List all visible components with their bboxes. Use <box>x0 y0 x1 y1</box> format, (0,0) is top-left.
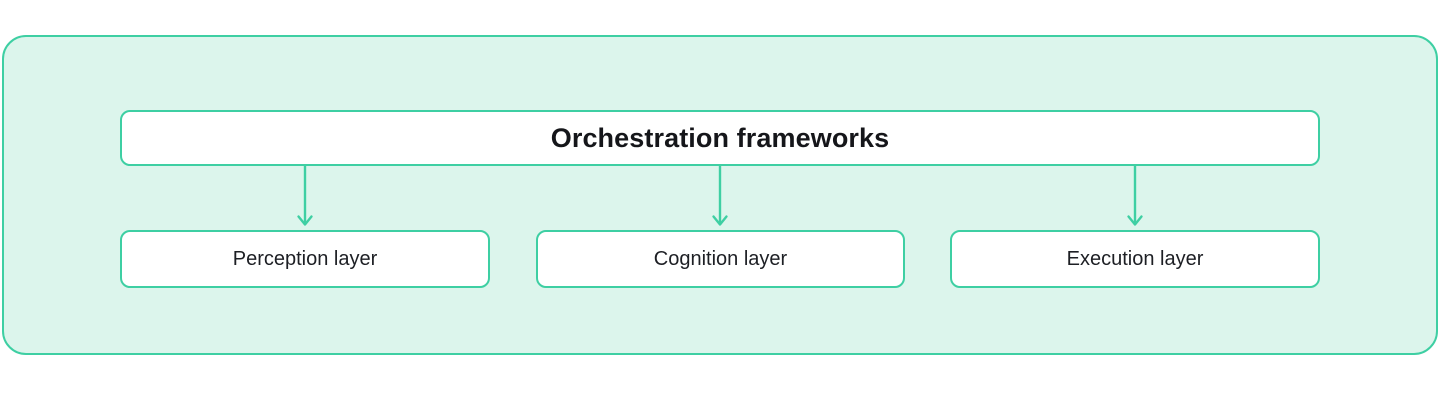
node-perception-layer-label: Perception layer <box>232 248 378 270</box>
node-cognition-layer-label: Cognition layer <box>653 248 788 270</box>
node-execution-layer-label: Execution layer <box>1066 248 1204 270</box>
node-cognition-layer: Cognition layer <box>536 230 905 288</box>
node-orchestration-frameworks: Orchestration frameworks <box>120 110 1320 166</box>
node-execution-layer: Execution layer <box>950 230 1320 288</box>
node-orchestration-frameworks-label: Orchestration frameworks <box>550 122 890 153</box>
orchestration-container-panel <box>2 35 1438 355</box>
node-perception-layer: Perception layer <box>120 230 490 288</box>
